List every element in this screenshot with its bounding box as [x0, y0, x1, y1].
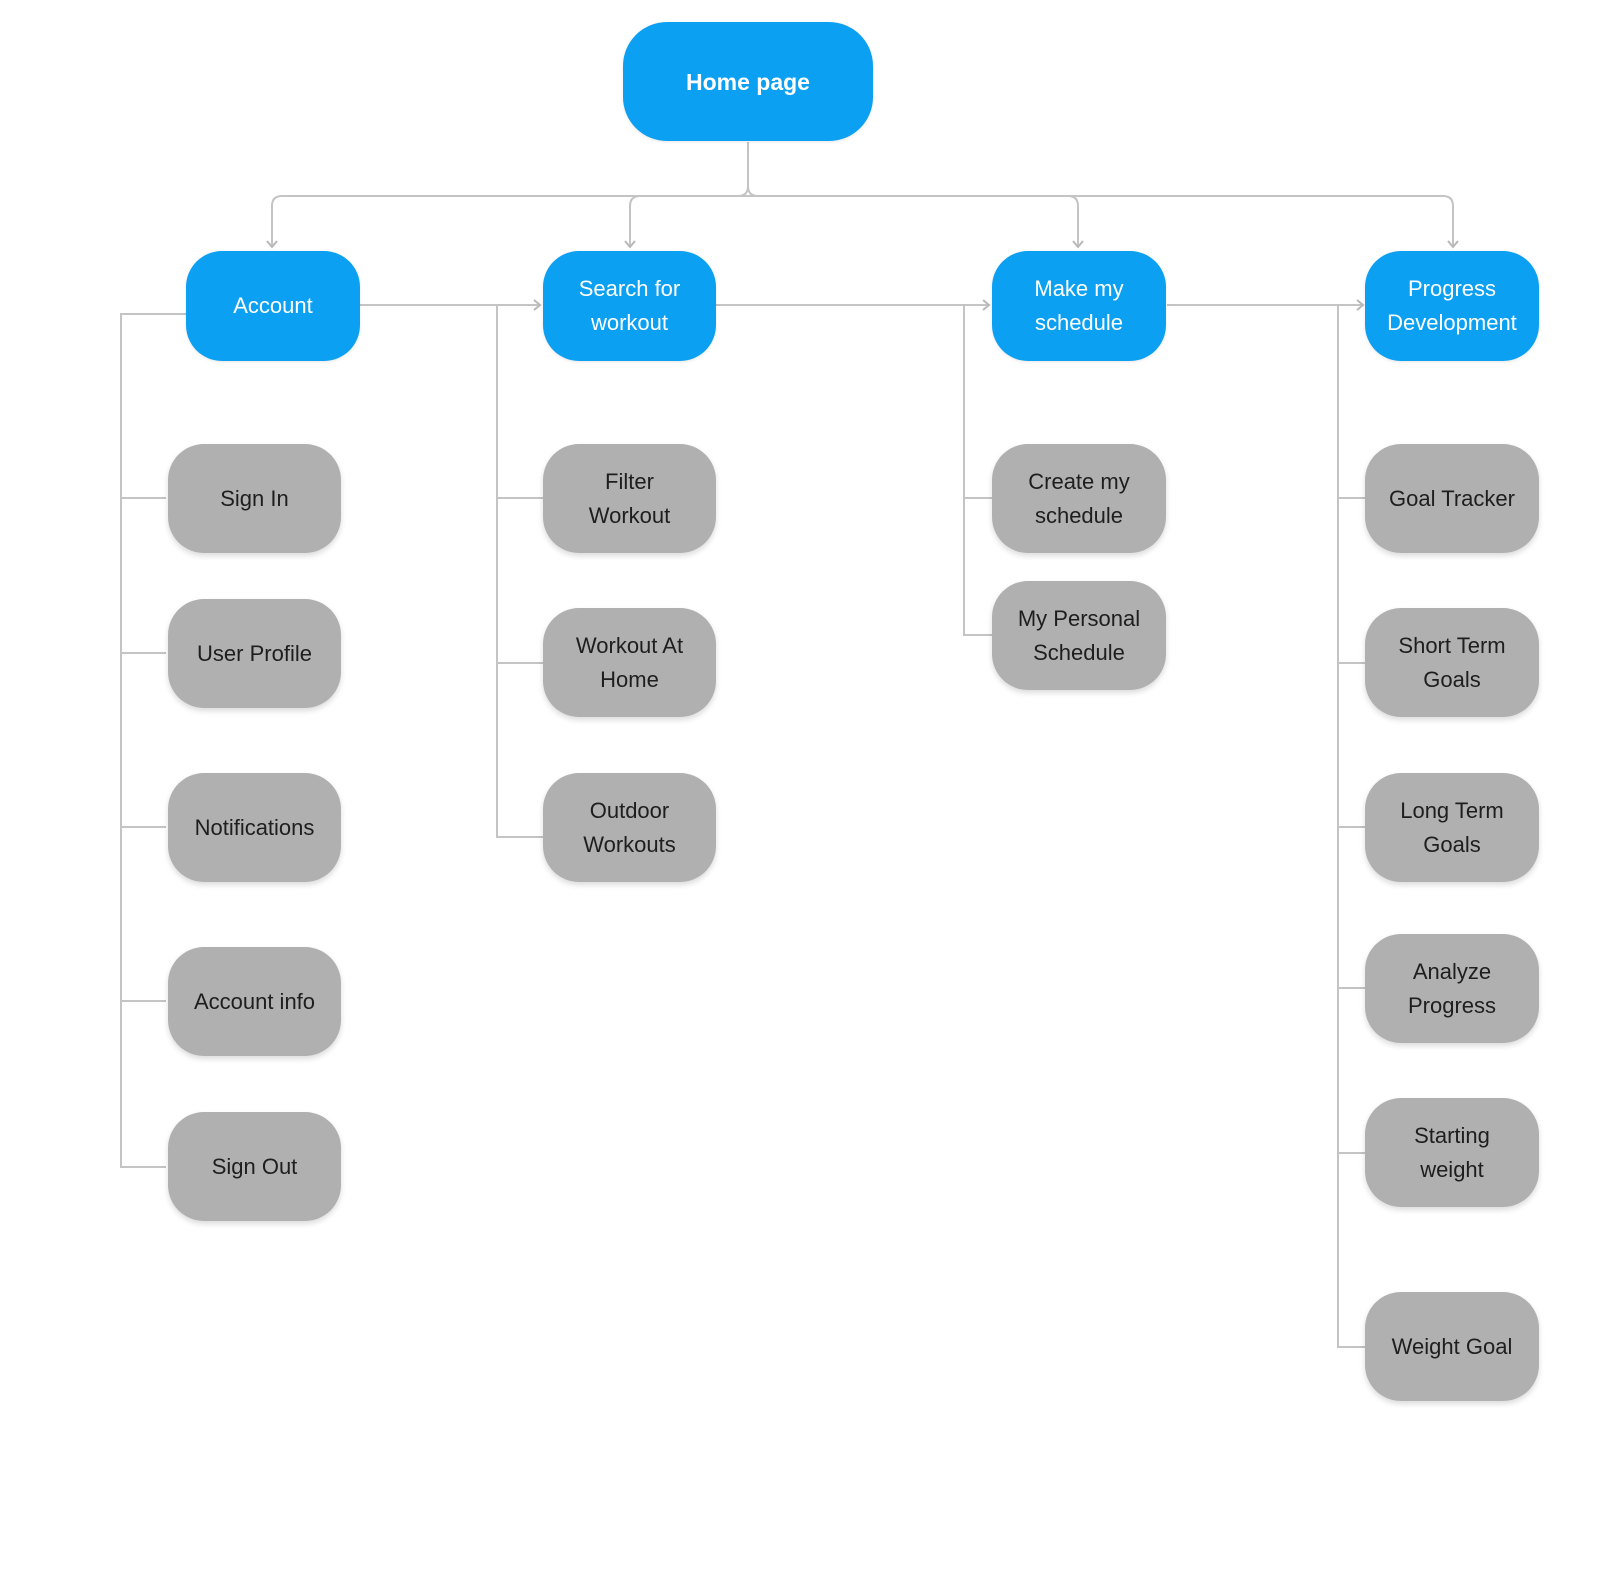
arrow-search	[624, 240, 636, 249]
root-connector	[737, 142, 749, 197]
search-trunk	[496, 305, 543, 838]
search-for-workout-label: Search for workout	[578, 276, 681, 335]
make-my-schedule-label: Make my schedule	[1034, 276, 1124, 335]
workout-at-home-label: Workout At Home	[575, 632, 684, 692]
sign-out-label: Sign Out	[211, 1153, 298, 1179]
starting-weight-label: Starting weight	[1414, 1122, 1490, 1182]
outdoor-workouts-node[interactable]: Outdoor Workouts	[543, 773, 716, 882]
arrow-into-progress	[1356, 299, 1365, 311]
user-profile-label: User Profile	[197, 640, 312, 666]
short-term-goals-label: Short Term Goals	[1398, 632, 1506, 692]
notifications-node[interactable]: Notifications	[168, 773, 341, 882]
progress-development-label: Progress Development	[1387, 276, 1517, 335]
account-trunk	[120, 313, 186, 1168]
arrow-schedule	[1072, 240, 1084, 249]
analyze-progress-node[interactable]: Analyze Progress	[1365, 934, 1539, 1043]
weight-goal-node[interactable]: Weight Goal	[1365, 1292, 1539, 1401]
account-info-label: Account info	[193, 988, 316, 1014]
weight-goal-label: Weight Goal	[1391, 1333, 1513, 1359]
outdoor-workouts-label: Outdoor Workouts	[583, 797, 676, 857]
notifications-label: Notifications	[194, 814, 315, 840]
arrow-into-schedule	[982, 299, 991, 311]
home-page-label: Home page	[686, 68, 810, 95]
short-term-goals-node[interactable]: Short Term Goals	[1365, 608, 1539, 717]
goal-tracker-node[interactable]: Goal Tracker	[1365, 444, 1539, 553]
create-my-schedule-node[interactable]: Create my schedule	[992, 444, 1166, 553]
my-personal-schedule-node[interactable]: My Personal Schedule	[992, 581, 1166, 690]
schedule-trunk	[963, 305, 992, 636]
arrow-account	[266, 240, 278, 249]
arrow-into-search	[533, 299, 542, 311]
root-connector-right	[747, 185, 759, 197]
make-my-schedule-node[interactable]: Make my schedule	[992, 251, 1166, 361]
home-page-node[interactable]: Home page	[623, 22, 873, 141]
account-node[interactable]: Account	[186, 251, 360, 361]
progress-trunk	[1337, 305, 1365, 1348]
account-label: Account	[233, 293, 313, 318]
my-personal-schedule-label: My Personal Schedule	[1017, 605, 1141, 665]
workout-at-home-node[interactable]: Workout At Home	[543, 608, 716, 717]
drop-to-account	[271, 195, 283, 247]
filter-workout-node[interactable]: Filter Workout	[543, 444, 716, 553]
arrow-progress	[1447, 240, 1459, 249]
drop-to-schedule	[1067, 195, 1079, 247]
starting-weight-node[interactable]: Starting weight	[1365, 1098, 1539, 1207]
drop-to-search	[629, 195, 641, 247]
analyze-progress-label: Analyze Progress	[1407, 958, 1497, 1018]
long-term-goals-label: Long Term Goals	[1400, 797, 1504, 857]
sign-in-node[interactable]: Sign In	[168, 444, 341, 553]
goal-tracker-label: Goal Tracker	[1389, 485, 1515, 511]
search-for-workout-node[interactable]: Search for workout	[543, 251, 716, 361]
account-info-node[interactable]: Account info	[168, 947, 341, 1056]
progress-development-node[interactable]: Progress Development	[1365, 251, 1539, 361]
user-profile-node[interactable]: User Profile	[168, 599, 341, 708]
long-term-goals-node[interactable]: Long Term Goals	[1365, 773, 1539, 882]
sign-in-label: Sign In	[220, 485, 289, 511]
create-my-schedule-label: Create my schedule	[1028, 468, 1130, 528]
drop-to-progress	[1442, 195, 1454, 247]
filter-workout-label: Filter Workout	[588, 468, 671, 528]
sign-out-node[interactable]: Sign Out	[168, 1112, 341, 1221]
